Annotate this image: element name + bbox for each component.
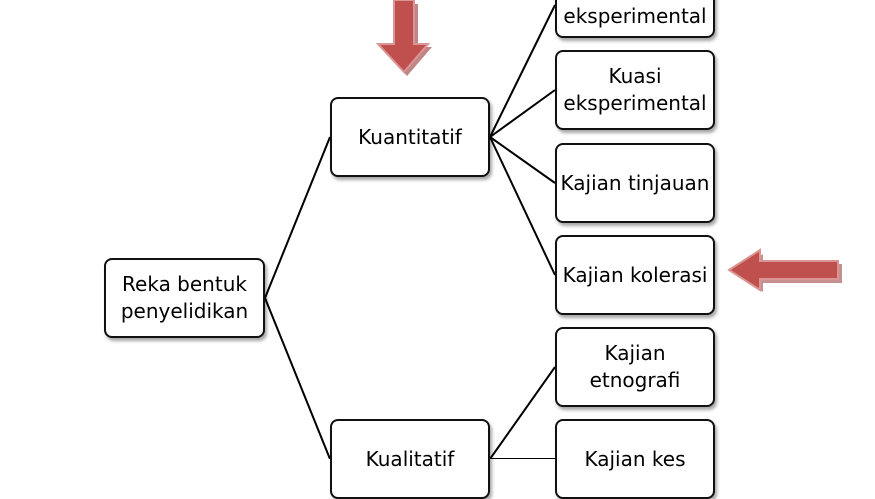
link-quantitative-experimental: [489, 4, 556, 138]
root-label: Reka bentuk penyelidikan: [120, 272, 249, 323]
link-quantitative-quasi: [489, 89, 556, 138]
left-arrow-icon: [727, 248, 842, 292]
quasi-experimental-label: Kuasi eksperimental: [563, 64, 707, 115]
correlation-node: Kajian kolerasi: [555, 235, 715, 315]
ethnography-node: Kajian etnografi: [555, 327, 715, 407]
quasi-experimental-node: Kuasi eksperimental: [555, 50, 715, 130]
qualitative-node: Kualitatif: [330, 419, 490, 499]
experimental-node: eksperimental: [555, 0, 715, 38]
survey-label: Kajian tinjauan: [560, 170, 710, 195]
ethnography-label: Kajian etnografi: [589, 341, 681, 392]
quantitative-node: Kuantitatif: [330, 97, 490, 177]
link-root-quantitative: [264, 136, 331, 299]
link-quantitative-correlation: [489, 136, 556, 276]
link-root-qualitative: [264, 297, 331, 459]
qualitative-label: Kualitatif: [365, 446, 455, 471]
root-node: Reka bentuk penyelidikan: [104, 258, 265, 338]
experimental-label: eksperimental: [563, 3, 707, 28]
case-study-node: Kajian kes: [555, 419, 715, 499]
research-design-diagram: Reka bentuk penyelidikan Kuantitatif Kua…: [104, 0, 842, 499]
correlation-label: Kajian kolerasi: [562, 262, 708, 287]
link-quantitative-survey: [489, 136, 556, 184]
connector-lines: [264, 0, 842, 459]
quantitative-label: Kuantitatif: [358, 124, 462, 149]
case-study-label: Kajian kes: [584, 446, 686, 471]
survey-node: Kajian tinjauan: [555, 143, 715, 223]
down-arrow-icon: [375, 0, 432, 76]
link-qualitative-ethnography: [489, 366, 556, 459]
